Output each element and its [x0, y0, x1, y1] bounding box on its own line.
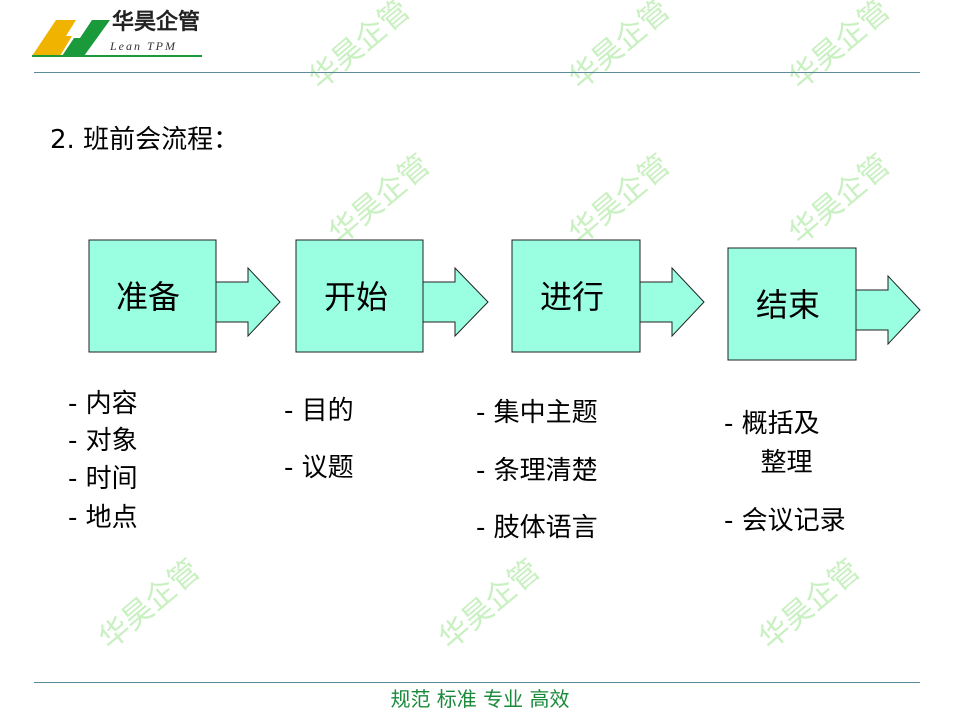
arrow-icon — [855, 274, 921, 346]
step-label: 结束 — [756, 286, 821, 324]
step-box-start — [295, 239, 424, 353]
step-label: 准备 — [116, 278, 181, 316]
list-item: - 集中主题 — [476, 398, 598, 428]
arrow-icon — [639, 266, 705, 338]
step-box-prepare — [88, 239, 217, 353]
list-item: - 议题 — [284, 453, 354, 483]
step-label: 进行 — [540, 278, 605, 316]
list-item: - 内容 — [68, 389, 138, 419]
list-item: - 肢体语言 — [476, 513, 598, 543]
list-item: - 会议记录 — [724, 506, 846, 536]
step-box-end — [727, 247, 857, 361]
list-item: - 对象 — [68, 426, 138, 456]
list-item: - 时间 — [68, 464, 138, 494]
footer-divider — [34, 682, 920, 683]
footer-slogan: 规范 标准 专业 高效 — [390, 687, 570, 711]
arrow-icon — [422, 266, 489, 338]
step-box-progress — [511, 239, 641, 353]
logo-underline — [32, 55, 202, 57]
list-item: - 概括及 — [724, 409, 820, 439]
step-label: 开始 — [324, 278, 389, 316]
list-item: - 地点 — [68, 503, 138, 533]
list-item: - 目的 — [284, 396, 354, 426]
slide-title: 2. 班前会流程： — [50, 125, 240, 155]
logo-mark-icon — [32, 20, 110, 56]
arrow-icon — [215, 266, 281, 338]
list-item: - 条理清楚 — [476, 456, 598, 486]
logo-text: 华昊企管 — [112, 10, 201, 35]
list-item: 整理 — [744, 448, 813, 478]
header-divider — [34, 72, 920, 73]
logo-subtext: Lean TPM — [110, 39, 177, 53]
